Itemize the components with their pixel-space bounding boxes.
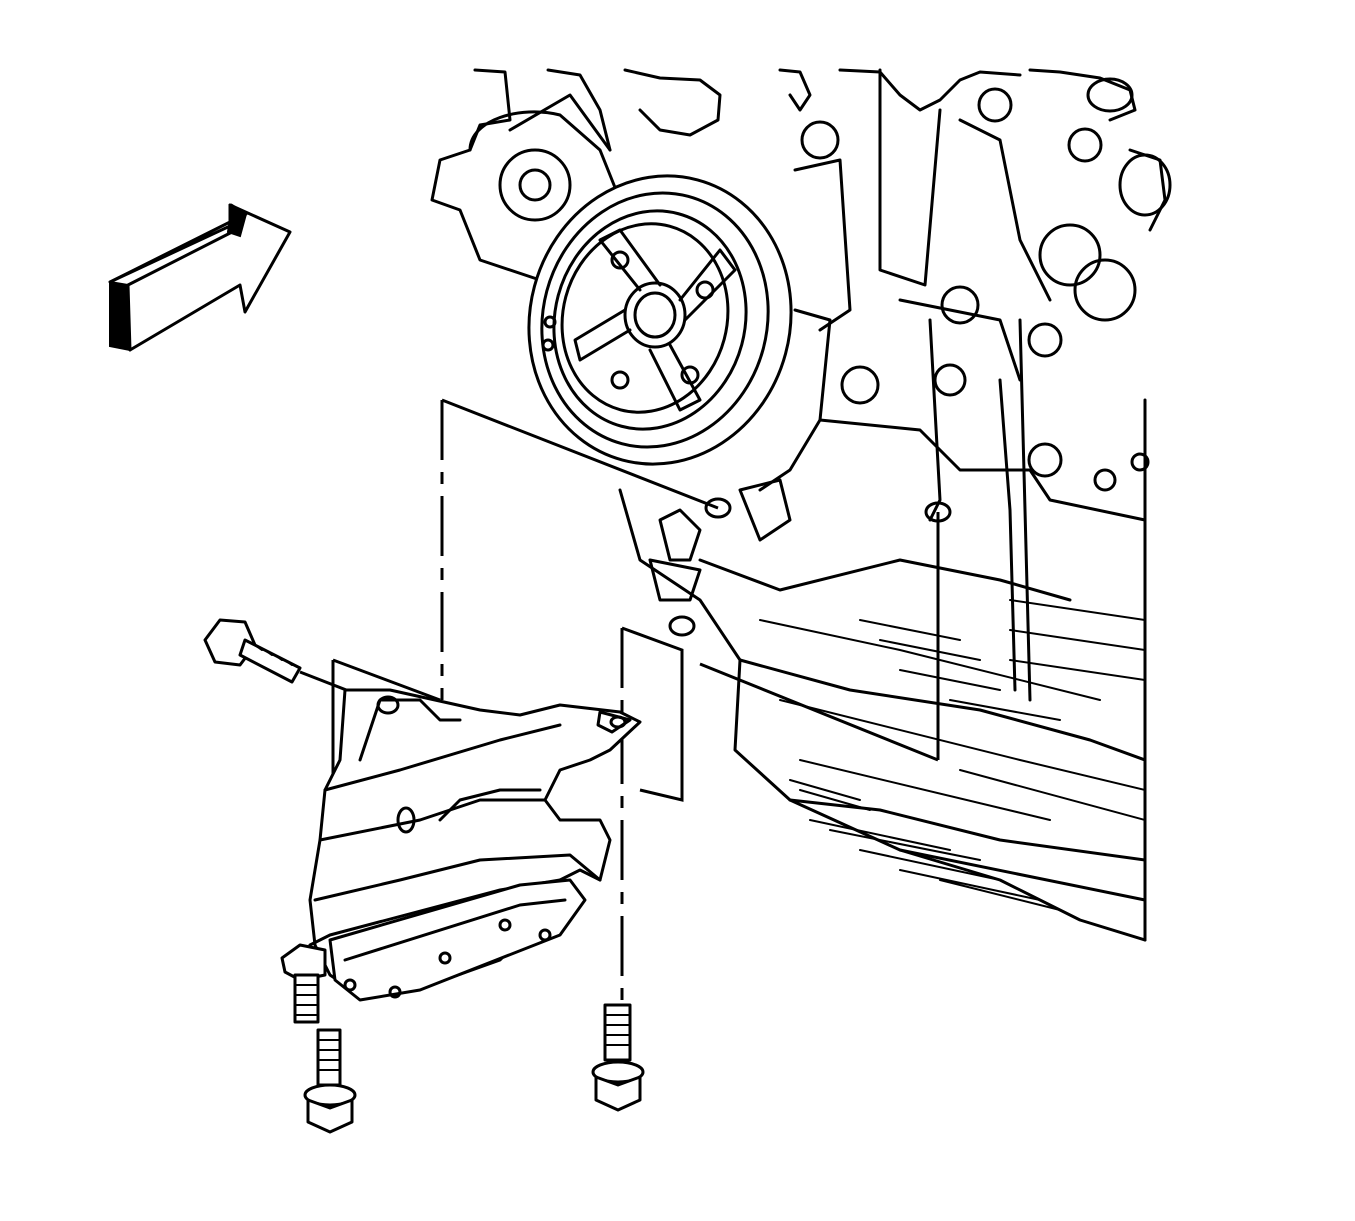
bolt-bottom-left: [303, 1028, 357, 1134]
bolt-bottom-right: [591, 1003, 645, 1112]
front-direction-arrow-icon: [108, 203, 292, 352]
engine-block: [430, 68, 1172, 942]
bolt-left-horizontal: [203, 618, 302, 684]
engine-mount-bracket: [280, 688, 642, 1024]
leader-lines: [299, 398, 940, 1000]
crankshaft-pulley: [527, 174, 793, 466]
